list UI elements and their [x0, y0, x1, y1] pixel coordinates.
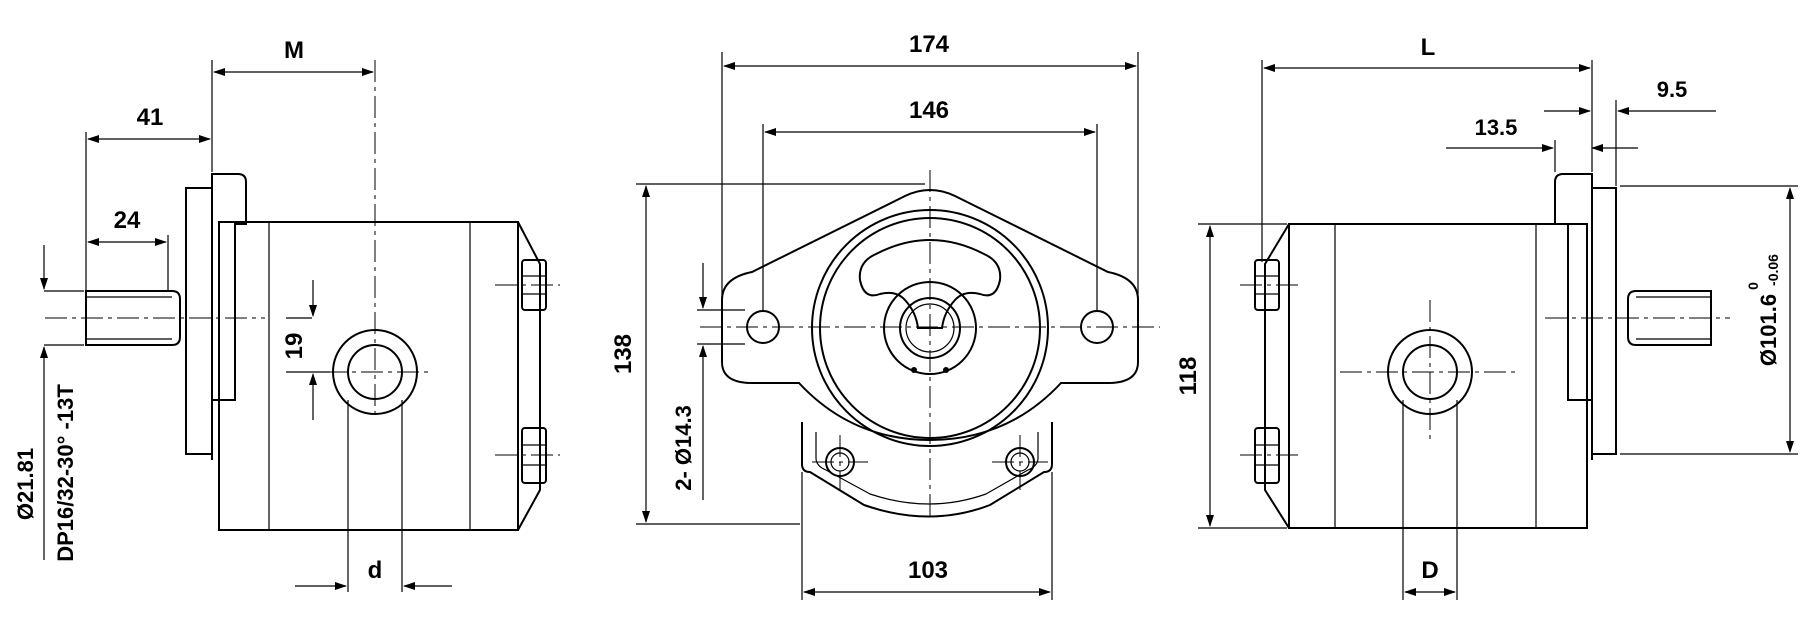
spline-spec-label: DP16/32-30° -13T: [53, 384, 78, 562]
right-pump-body: [1288, 223, 1588, 529]
front-view: 174 146 138 2- Ø14.3 103: [610, 31, 1160, 600]
right-side-view: L 9.5 13.5 118 D Ø101.6 0 -0.06: [1175, 34, 1798, 600]
dim-label-19: 19: [281, 333, 308, 360]
pilot-tol-upper: 0: [1745, 282, 1761, 290]
dim-label-l: L: [1421, 34, 1436, 61]
dim-label-24: 24: [114, 207, 141, 234]
right-pilot-ring: [1591, 187, 1617, 455]
left-side-view: M 41 24 19 d Ø21.81 DP16/32-30° -13T: [13, 37, 560, 592]
dim-label-holes: 2- Ø14.3: [671, 405, 696, 491]
left-mounting-flange: [211, 173, 247, 460]
dim-label-174: 174: [909, 31, 950, 58]
dim-label-m: M: [284, 37, 304, 64]
right-mounting-flange: [1554, 173, 1593, 460]
left-pilot-ring: [185, 187, 213, 455]
shaft-diameter-label: Ø21.81: [13, 448, 38, 520]
dim-label-9-5: 9.5: [1657, 77, 1688, 102]
left-splined-shaft: [85, 290, 181, 346]
dim-label-146: 146: [909, 97, 949, 124]
left-rear-cover: [517, 221, 541, 531]
right-splined-shaft: [1627, 290, 1712, 346]
left-pump-body: [218, 221, 519, 531]
dim-label-d: d: [368, 557, 383, 584]
dim-label-D: D: [1421, 557, 1438, 584]
dim-label-138: 138: [610, 334, 637, 374]
right-rear-cover: [1264, 223, 1290, 529]
dim-label-103: 103: [908, 557, 948, 584]
front-kidney-recess: [858, 239, 1002, 329]
front-lower-boss: [801, 422, 1053, 518]
pilot-tol-lower: -0.06: [1765, 254, 1781, 286]
dim-label-118: 118: [1175, 357, 1202, 396]
dim-label-41: 41: [137, 104, 164, 131]
pilot-diameter-label: Ø101.6: [1756, 294, 1781, 366]
dim-label-13-5: 13.5: [1475, 115, 1518, 140]
